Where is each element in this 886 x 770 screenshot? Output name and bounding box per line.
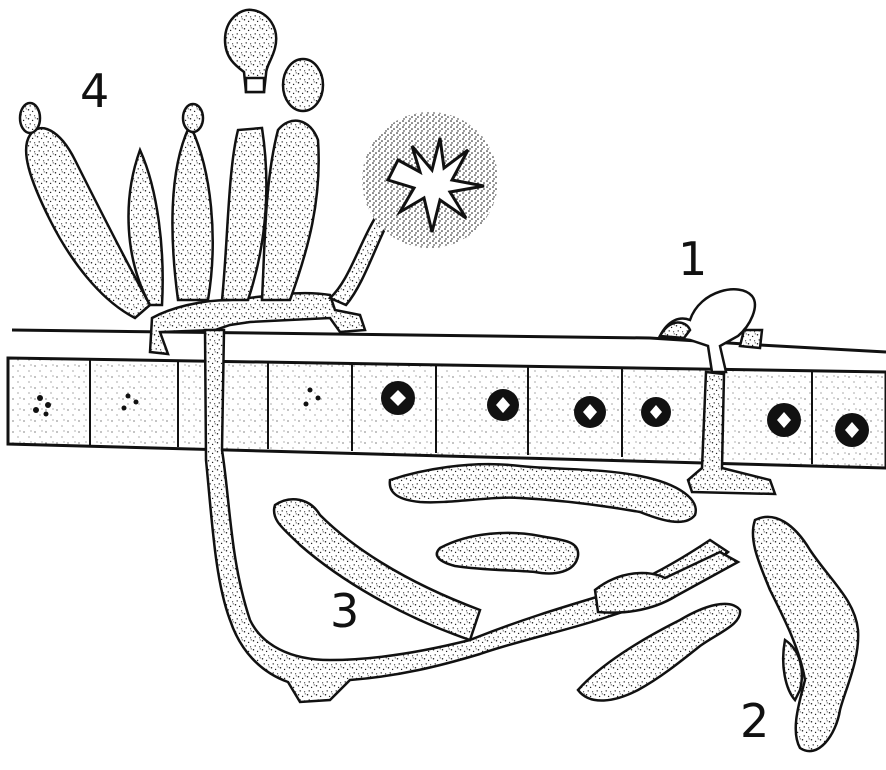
spiny-sporangium — [362, 112, 498, 248]
label-1: 1 — [678, 236, 707, 282]
label-2: 2 — [740, 698, 769, 744]
label-4: 4 — [80, 68, 109, 114]
conidiophore-cluster — [20, 59, 392, 354]
released-spore — [225, 10, 276, 92]
label-3: 3 — [330, 588, 359, 634]
epidermis-layer — [8, 358, 886, 468]
